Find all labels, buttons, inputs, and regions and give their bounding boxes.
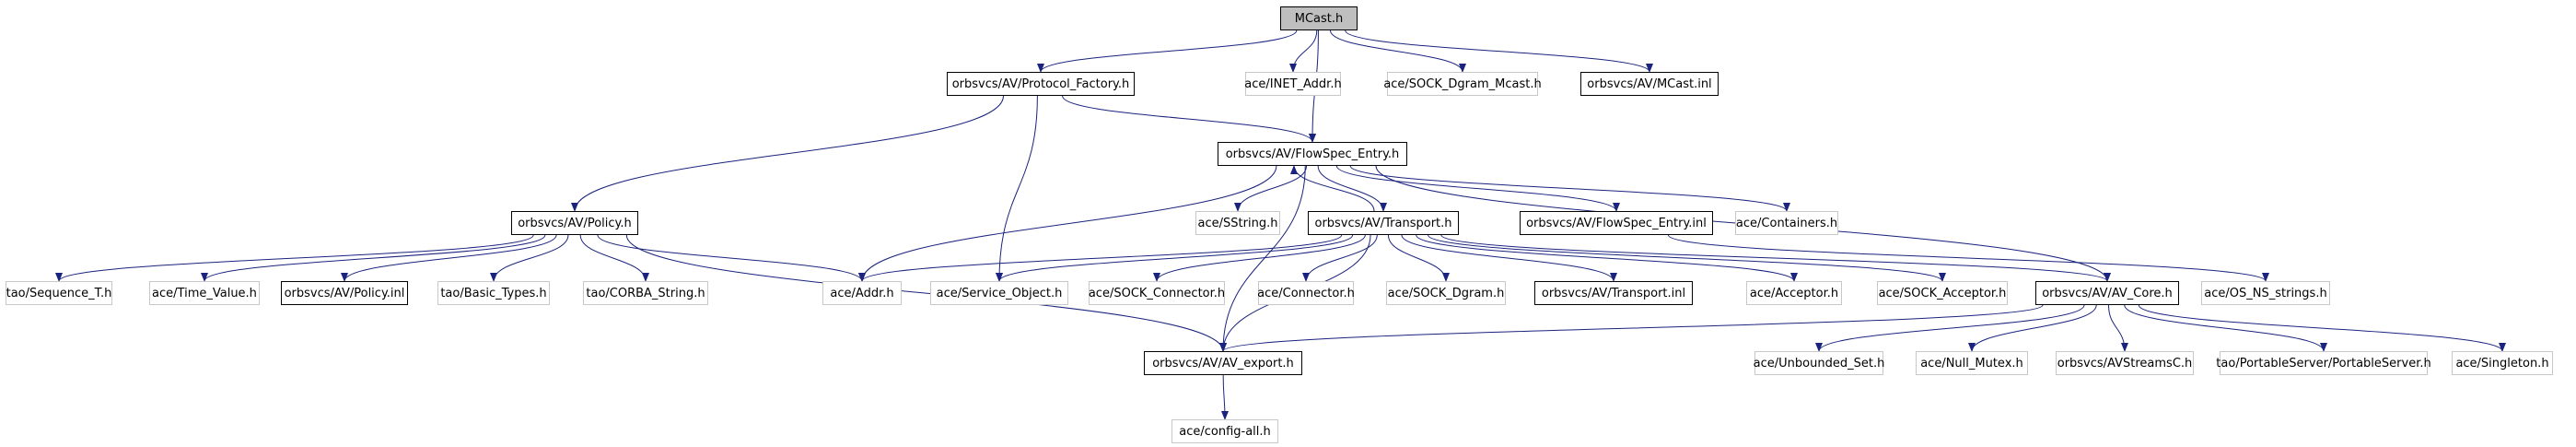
edge-transport-h-to-acceptor-h <box>1416 234 1798 282</box>
node-mcast-h[interactable]: MCast.h <box>1280 6 1358 30</box>
node-acceptor-h: ace/Acceptor.h <box>1746 281 1842 305</box>
edge-mcast-h-to-mcast-inl <box>1345 29 1653 73</box>
node-addr-h: ace/Addr.h <box>822 281 902 305</box>
edge-policy-h-to-basic-types-h <box>490 234 569 282</box>
node-portableserver-h: tao/PortableServer/PortableServer.h <box>2216 351 2431 375</box>
edge-policy-h-to-corba-string-h <box>579 234 649 282</box>
edge-av-export-h-to-config-all-h <box>1220 374 1229 420</box>
node-av-export-h[interactable]: orbsvcs/AV/AV_export.h <box>1144 351 1302 375</box>
edge-flowspec-entry-inl-to-os-ns-strings-h <box>1667 234 2269 282</box>
node-config-all-h: ace/config-all.h <box>1171 419 1278 443</box>
node-inet-addr-h: ace/INET_Addr.h <box>1244 72 1342 96</box>
node-mcast-inl[interactable]: orbsvcs/AV/MCast.inl <box>1580 72 1719 96</box>
edge-protocol-factory-h-to-flowspec-entry-h <box>1062 95 1316 143</box>
edge-policy-h-to-av-export-h <box>625 234 1227 352</box>
node-protocol-factory-h[interactable]: orbsvcs/AV/Protocol_Factory.h <box>947 72 1135 96</box>
edge-av-core-h-to-avstreamsc-h <box>2108 304 2128 352</box>
edge-flowspec-entry-h-to-av-export-h <box>1219 165 1306 352</box>
node-sequence-t-h: tao/Sequence_T.h <box>6 281 112 305</box>
edge-policy-h-to-addr-h <box>597 234 866 282</box>
edge-transport-h-to-connector-h <box>1302 234 1378 282</box>
edge-mcast-h-to-protocol-factory-h <box>1037 29 1298 73</box>
node-av-core-h[interactable]: orbsvcs/AV/AV_Core.h <box>2035 281 2179 305</box>
edge-av-core-h-to-portableserver-h <box>2124 304 2327 352</box>
edge-transport-h-to-sock-acceptor-h <box>1428 234 1946 282</box>
node-containers-h: ace/Containers.h <box>1735 211 1838 235</box>
node-sock-acceptor-h: ace/SOCK_Acceptor.h <box>1877 281 2008 305</box>
edge-flowspec-entry-h-to-transport-h <box>1317 165 1387 212</box>
node-os-ns-strings-h: ace/OS_NS_strings.h <box>2201 281 2330 305</box>
edge-policy-h-to-sequence-t-h <box>55 234 534 282</box>
node-sock-connector-h: ace/SOCK_Connector.h <box>1089 281 1225 305</box>
node-flowspec-entry-h[interactable]: orbsvcs/AV/FlowSpec_Entry.h <box>1218 142 1407 166</box>
node-sock-dgram-mcast-h: ace/SOCK_Dgram_Mcast.h <box>1383 72 1542 96</box>
node-null-mutex-h: ace/Null_Mutex.h <box>1916 351 2028 375</box>
edge-transport-h-to-sock-dgram-h <box>1387 234 1450 282</box>
node-basic-types-h: tao/Basic_Types.h <box>437 281 550 305</box>
edge-av-core-h-to-unbounded-set-h <box>1815 304 2085 352</box>
edge-protocol-factory-h-to-policy-h <box>571 95 1005 212</box>
node-policy-h[interactable]: orbsvcs/AV/Policy.h <box>511 211 638 235</box>
edge-transport-h-to-av-core-h <box>1440 234 2111 282</box>
node-time-value-h: ace/Time_Value.h <box>149 281 260 305</box>
edge-transport-h-to-transport-inl <box>1401 234 1617 282</box>
edge-transport-h-to-addr-h <box>858 234 1343 282</box>
edge-av-core-h-to-av-export-h <box>1219 304 2044 352</box>
edge-flowspec-entry-h-to-sstring-h <box>1234 165 1308 212</box>
node-corba-string-h: tao/CORBA_String.h <box>583 281 708 305</box>
node-avstreamsc-h: orbsvcs/AVStreamsC.h <box>2056 351 2194 375</box>
node-transport-h[interactable]: orbsvcs/AV/Transport.h <box>1308 211 1459 235</box>
edge-flowspec-entry-h-to-addr-h <box>858 165 1277 282</box>
edge-flowspec-entry-h-to-containers-h <box>1349 165 1790 212</box>
edge-protocol-factory-h-to-service-object-h <box>996 95 1038 282</box>
edge-policy-h-to-time-value-h <box>201 234 546 282</box>
node-singleton-h: ace/Singleton.h <box>2452 351 2553 375</box>
node-connector-h: ace/Connector.h <box>1257 281 1355 305</box>
node-flowspec-entry-inl[interactable]: orbsvcs/AV/FlowSpec_Entry.inl <box>1520 211 1713 235</box>
node-transport-inl[interactable]: orbsvcs/AV/Transport.inl <box>1534 281 1693 305</box>
edge-av-core-h-to-singleton-h <box>2138 304 2506 352</box>
edge-transport-h-to-sock-connector-h <box>1153 234 1366 282</box>
node-policy-inl[interactable]: orbsvcs/AV/Policy.inl <box>281 281 408 305</box>
edge-policy-h-to-policy-inl <box>341 234 557 282</box>
edge-av-core-h-to-null-mutex-h <box>1968 304 2097 352</box>
node-unbounded-set-h: ace/Unbounded_Set.h <box>1754 351 1884 375</box>
node-sstring-h: ace/SString.h <box>1195 211 1280 235</box>
edge-mcast-h-to-inet-addr-h <box>1289 29 1318 73</box>
edge-mcast-h-to-sock-dgram-mcast-h <box>1329 29 1466 73</box>
node-sock-dgram-h: ace/SOCK_Dgram.h <box>1386 281 1506 305</box>
edge-transport-h-to-service-object-h <box>996 234 1354 282</box>
edge-transport-h-to-flowspec-entry-h <box>1290 165 1375 212</box>
node-service-object-h: ace/Service_Object.h <box>930 281 1068 305</box>
edge-flowspec-entry-h-to-flowspec-entry-inl <box>1335 165 1620 212</box>
